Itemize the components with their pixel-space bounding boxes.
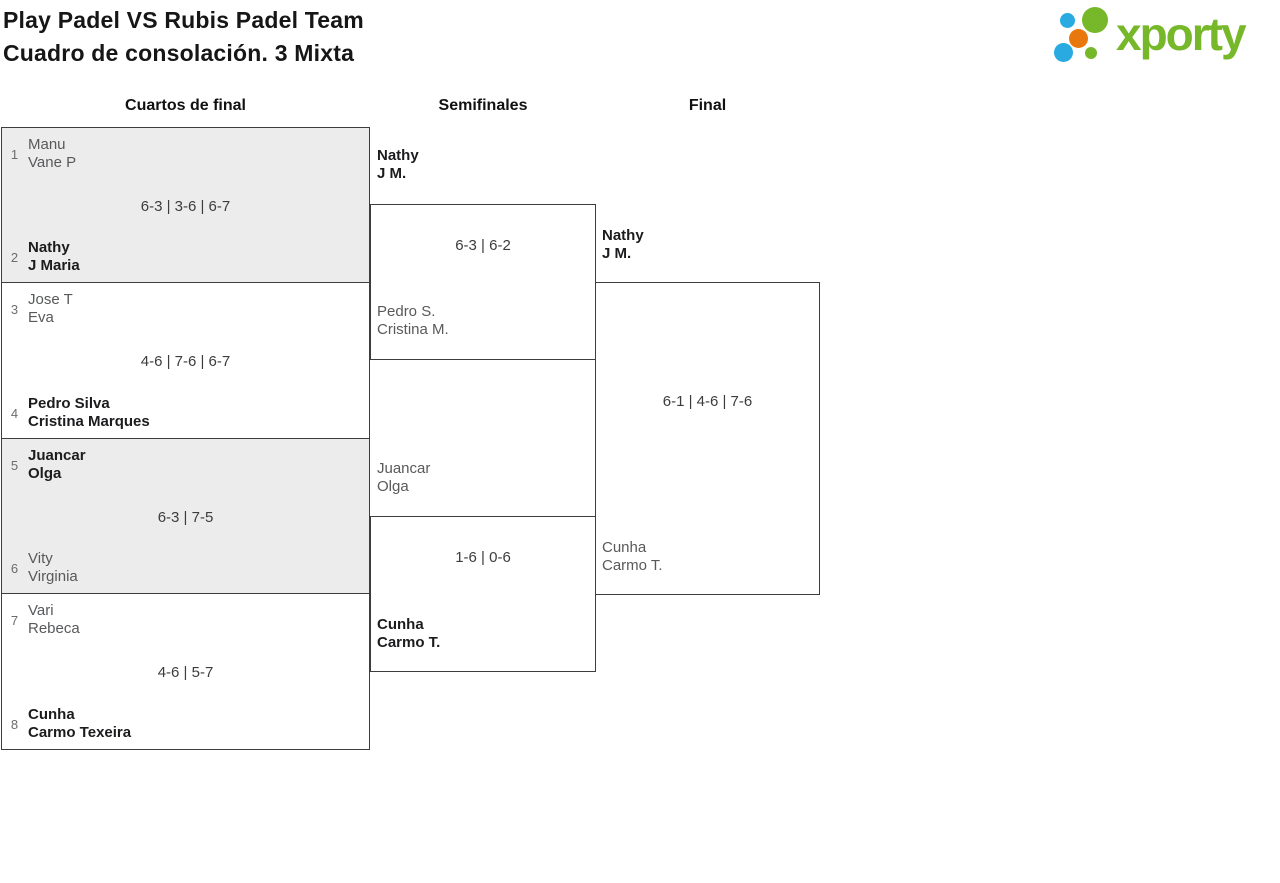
team-names: Pedro S. Cristina M. — [377, 303, 449, 339]
logo-dot-green-large-icon — [1082, 7, 1108, 33]
team-names: Cunha Carmo T. — [377, 616, 440, 652]
player-name: Vity — [28, 550, 53, 567]
team-row: 3 Jose T Eva — [8, 291, 73, 327]
team-row: 7 Vari Rebeca — [8, 602, 80, 638]
player-name: Cristina Marques — [28, 413, 150, 430]
player-name: Jose T — [28, 291, 73, 308]
player-name: Eva — [28, 309, 54, 326]
team-row: 8 Cunha Carmo Texeira — [8, 706, 131, 742]
match-score: 4-6 | 7-6 | 6-7 — [140, 353, 231, 370]
seed-number: 7 — [10, 612, 19, 628]
player-name: Vari — [28, 602, 54, 619]
match-score: 6-3 | 6-2 — [455, 237, 511, 254]
player-name: Nathy — [28, 239, 70, 256]
seed-number: 5 — [10, 457, 19, 473]
match-score: 4-6 | 5-7 — [157, 664, 214, 681]
team-names: Nathy J M. — [377, 147, 419, 183]
match-final — [595, 282, 820, 595]
player-name: Olga — [28, 465, 62, 482]
player-name: Carmo Texeira — [28, 724, 132, 741]
player-name: Cristina M. — [377, 321, 449, 338]
match-quarterfinal-3: 5 Juancar Olga 6-3 | 7-5 6 Vity Virginia — [1, 438, 370, 594]
logo-dot-orange-icon — [1069, 29, 1088, 48]
player-name: Nathy — [602, 227, 644, 244]
player-name: Manu — [28, 136, 66, 153]
player-name: Rebeca — [28, 620, 80, 637]
team-names: Vity Virginia — [28, 550, 78, 586]
match-semifinal-1 — [370, 204, 596, 360]
player-name: Pedro Silva — [28, 395, 110, 412]
team-row: 5 Juancar Olga — [8, 447, 86, 483]
match-score: 6-3 | 7-5 — [157, 509, 214, 526]
player-name: J Maria — [28, 257, 80, 274]
team-names: Jose T Eva — [28, 291, 73, 327]
team-names: Cunha Carmo Texeira — [28, 706, 131, 742]
match-score: 6-1 | 4-6 | 7-6 — [662, 393, 753, 410]
team-names: Vari Rebeca — [28, 602, 80, 638]
seed-number: 3 — [10, 301, 19, 317]
match-quarterfinal-1: 1 Manu Vane P 6-3 | 3-6 | 6-7 2 Nathy J … — [1, 127, 370, 283]
round-header-cuartos: Cuartos de final — [125, 97, 246, 114]
logo-dot-blue-large-icon — [1054, 43, 1073, 62]
seed-number: 1 — [10, 146, 19, 162]
match-semifinal-2 — [370, 516, 596, 672]
team-names: Pedro Silva Cristina Marques — [28, 395, 150, 431]
player-name: Nathy — [377, 147, 419, 164]
player-name: J M. — [377, 165, 407, 182]
team-row: 4 Pedro Silva Cristina Marques — [8, 395, 150, 431]
match-score: 1-6 | 0-6 — [455, 549, 511, 566]
round-header-semifinales: Semifinales — [438, 97, 528, 114]
player-name: Vane P — [28, 154, 77, 171]
match-score: 6-3 | 3-6 | 6-7 — [140, 198, 231, 215]
player-name: Juancar — [28, 447, 86, 464]
seed-number: 6 — [10, 560, 19, 576]
team-names: Juancar Olga — [28, 447, 86, 483]
team-names: Nathy J M. — [602, 227, 644, 263]
team-names: Juancar Olga — [377, 460, 430, 496]
player-name: Virginia — [28, 568, 78, 585]
page-title-line2: Cuadro de consolación. 3 Mixta — [3, 40, 355, 66]
logo-dot-blue-small-icon — [1060, 13, 1075, 28]
logo-wordmark: xporty — [1116, 8, 1247, 60]
player-name: Cunha — [28, 706, 75, 723]
page-title: Play Padel VS Rubis Padel Team Cuadro de… — [3, 4, 364, 70]
seed-number: 4 — [10, 405, 19, 421]
player-name: Pedro S. — [377, 303, 436, 320]
team-row: 1 Manu Vane P — [8, 136, 76, 172]
seed-number: 8 — [10, 716, 19, 732]
team-names: Cunha Carmo T. — [602, 539, 663, 575]
player-name: Carmo T. — [602, 557, 663, 574]
team-names: Nathy J Maria — [28, 239, 80, 275]
player-name: Cunha — [377, 616, 424, 633]
seed-number: 2 — [10, 249, 19, 265]
match-quarterfinal-2: 3 Jose T Eva 4-6 | 7-6 | 6-7 4 Pedro Sil… — [1, 282, 370, 439]
player-name: J M. — [602, 245, 632, 262]
logo-dot-green-small-icon — [1085, 47, 1097, 59]
player-name: Juancar — [377, 460, 431, 477]
player-name: Carmo T. — [377, 634, 441, 651]
xporty-logo[interactable]: xporty — [1050, 0, 1280, 75]
round-header-final: Final — [688, 97, 727, 114]
team-row: 2 Nathy J Maria — [8, 239, 80, 275]
player-name: Olga — [377, 478, 409, 495]
match-quarterfinal-4: 7 Vari Rebeca 4-6 | 5-7 8 Cunha Carmo Te… — [1, 593, 370, 750]
page-title-line1: Play Padel VS Rubis Padel Team — [3, 7, 364, 33]
team-names: Manu Vane P — [28, 136, 76, 172]
team-row: 6 Vity Virginia — [8, 550, 78, 586]
player-name: Cunha — [602, 539, 647, 556]
